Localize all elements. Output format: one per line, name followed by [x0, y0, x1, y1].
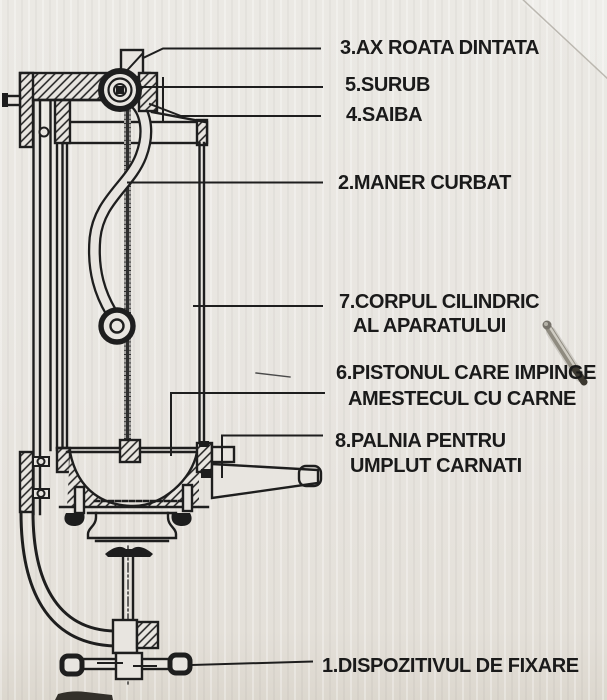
label-pistonul-2: AMESTECUL CU CARNE — [348, 388, 576, 410]
clamp-screw — [59, 545, 193, 685]
label-corpul-cilindric-1: 7.CORPUL CILINDRIC — [339, 291, 540, 313]
leader-ax-roata-dintata — [141, 47, 321, 60]
paper-tear — [55, 691, 113, 700]
label-ax-roata-dintata: 3.AX ROATA DINTATA — [340, 37, 540, 59]
rack-shaft — [124, 69, 131, 446]
label-maner-curbat: 2.MANER CURBAT — [338, 172, 511, 194]
label-palnia-2: UMPLUT CARNATI — [350, 455, 522, 477]
leader-saiba — [148, 102, 321, 117]
leader-dispozitivul — [190, 660, 314, 667]
label-palnia-1: 8.PALNIA PENTRU — [335, 430, 506, 452]
label-surub: 5.SURUB — [345, 74, 430, 96]
leader-palnia — [221, 434, 323, 478]
label-dispozitivul-de-fixare: 1.DISPOZITIVUL DE FIXARE — [322, 655, 579, 677]
bottom-bracket — [18, 450, 50, 514]
clamp-arm — [19, 510, 117, 648]
cylinder-body — [55, 118, 214, 543]
leader-lines — [127, 47, 325, 667]
outlet-funnel — [195, 441, 323, 500]
leader-pistonul — [170, 392, 325, 456]
screw-head — [116, 86, 124, 94]
label-pistonul-1: 6.PISTONUL CARE IMPINGE — [336, 362, 597, 384]
label-corpul-cilindric-2: AL APARATULUI — [353, 315, 506, 337]
piston — [118, 438, 142, 464]
gear-wheel — [98, 68, 164, 123]
support-column — [32, 76, 59, 516]
label-saiba: 4.SAIBA — [346, 104, 423, 126]
paper-crease — [519, 0, 607, 80]
tommy-bar — [59, 651, 193, 681]
metal-pin — [542, 320, 588, 386]
curved-handle — [87, 90, 153, 345]
